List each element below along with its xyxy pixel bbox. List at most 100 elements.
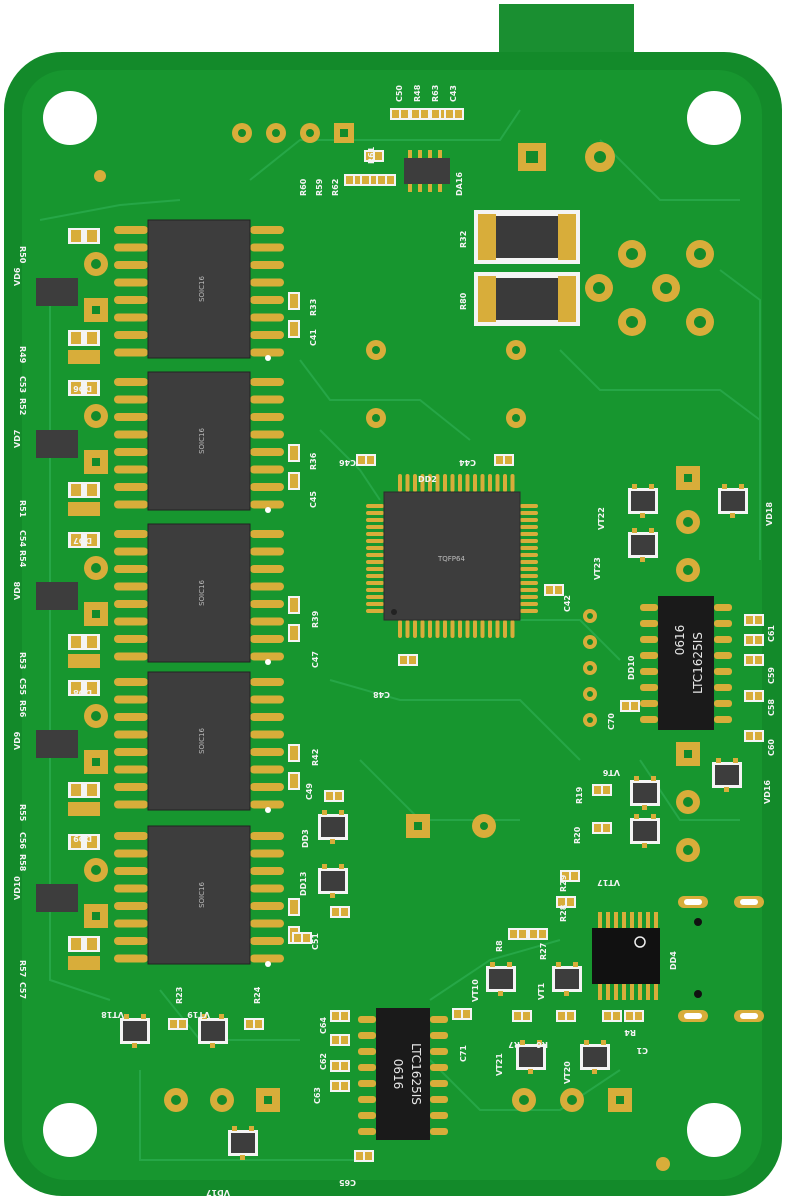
silk-label: C50 (395, 85, 404, 102)
sot-package (120, 1014, 150, 1048)
smd-capacitor (602, 1010, 622, 1022)
silk-label: C64 (319, 1017, 328, 1034)
sot-package (228, 1126, 258, 1160)
silk-label: VD9 (13, 731, 22, 750)
soic16-chip: SOIC16 (114, 219, 300, 361)
silk-label: R39 (311, 610, 320, 628)
silk-label: R51 (18, 500, 27, 518)
smd-capacitor (292, 932, 312, 944)
smd-capacitor (324, 790, 344, 802)
channel-left-parts (36, 380, 108, 516)
dd11-line1: 0616 (391, 1059, 405, 1090)
comparator-dd10: 0616 LTC1625IS DD10 (627, 596, 732, 730)
smd-capacitor (344, 174, 364, 186)
smd-capacitor (330, 1010, 350, 1022)
silk-label: VT20 (563, 1061, 572, 1084)
silk-label: DD13 (299, 872, 308, 896)
sot-package (580, 1040, 610, 1074)
silk-label: C71 (459, 1045, 468, 1062)
sot-package (630, 776, 660, 810)
silk-label: C42 (563, 595, 572, 612)
sot-package (628, 528, 658, 562)
silk-label: R36 (309, 452, 318, 470)
silk-label: R48 (413, 84, 422, 102)
silk-label: C61 (767, 625, 776, 642)
mounting-holes (43, 91, 741, 1157)
silk-label: C54 (18, 530, 27, 547)
silk-label: R23 (175, 987, 184, 1004)
silk-label: R54 (18, 550, 27, 568)
silk-label: R56 (18, 700, 27, 718)
silk-label: C51 (311, 933, 320, 950)
label-r32: R32 (459, 231, 468, 248)
silk-label: R49 (18, 346, 27, 364)
channel-left-parts (36, 834, 108, 970)
silk-label: C65 (339, 1178, 356, 1187)
channel-left-parts (36, 532, 108, 668)
sot-package (712, 758, 742, 792)
sot-package (628, 484, 658, 518)
label-r80: R80 (459, 292, 468, 310)
silk-label: C58 (767, 699, 776, 716)
silk-label: R8 (495, 940, 504, 952)
silk-label: C59 (767, 667, 776, 684)
sot-package (318, 810, 348, 844)
sot-package (718, 484, 748, 518)
sot-package (552, 962, 582, 996)
silk-label: C70 (607, 713, 616, 730)
silk-label: VT21 (495, 1053, 504, 1076)
smd-capacitor (354, 1150, 374, 1162)
silk-label: C43 (449, 85, 458, 102)
mcu-chip: TQFP64 DD2 (366, 474, 538, 638)
silk-label: DD7 (73, 536, 92, 545)
soic16-chip: SOIC16 (114, 523, 300, 665)
sot-package (198, 1014, 228, 1048)
smd-capacitor (744, 690, 764, 702)
sot-package (318, 864, 348, 898)
channel-left-parts (36, 680, 108, 816)
smd-capacitor (744, 614, 764, 626)
silk-label: R52 (18, 398, 27, 415)
smd-capacitor (330, 1080, 350, 1092)
dd4-ref: DD4 (669, 951, 678, 970)
silk-label: VT23 (593, 557, 602, 580)
silk-label: DD3 (301, 829, 310, 848)
silk-label: VT1 (537, 982, 546, 1000)
top-header-pins (232, 123, 354, 143)
silk-label: R57 (18, 960, 27, 977)
smd-capacitor (560, 870, 580, 882)
silk-label: VD7 (13, 430, 22, 448)
smd-capacitor (330, 1034, 350, 1046)
silk-label: C60 (767, 739, 776, 756)
silk-label: C46 (339, 458, 356, 467)
silk-label: C49 (305, 783, 314, 800)
smd-capacitor (444, 108, 464, 120)
silk-label: R6 (536, 1040, 548, 1049)
smd-capacitor (390, 108, 410, 120)
smd-capacitor (330, 1060, 350, 1072)
silk-label: VD6 (13, 267, 22, 286)
smd-transistors (120, 108, 764, 1162)
smd-capacitor (364, 150, 384, 162)
silk-label: R42 (311, 749, 320, 766)
silk-label: C55 (18, 678, 27, 695)
silk-label: DD9 (73, 834, 92, 843)
silk-label: C1 (636, 1046, 648, 1055)
mcu-package-label: TQFP64 (437, 555, 465, 563)
silk-label: C45 (309, 491, 318, 508)
smd-capacitor (556, 1010, 576, 1022)
silk-label: C63 (313, 1087, 322, 1104)
silk-label: VT18 (101, 1010, 124, 1019)
dd10-line2: LTC1625IS (691, 632, 705, 694)
board-tab (499, 4, 634, 59)
silk-label: VD8 (13, 581, 22, 600)
silk-label: C62 (319, 1053, 328, 1070)
silk-label: R29 (559, 874, 568, 892)
silk-label: R20 (573, 826, 582, 844)
silk-label: C57 (18, 982, 27, 999)
silk-label: R4 (624, 1028, 636, 1037)
shunt-resistors: R32 R80 (459, 210, 580, 326)
soic16-package-label: SOIC16 (198, 728, 206, 754)
silk-label: C44 (459, 458, 476, 467)
smd-capacitor (244, 1018, 264, 1030)
